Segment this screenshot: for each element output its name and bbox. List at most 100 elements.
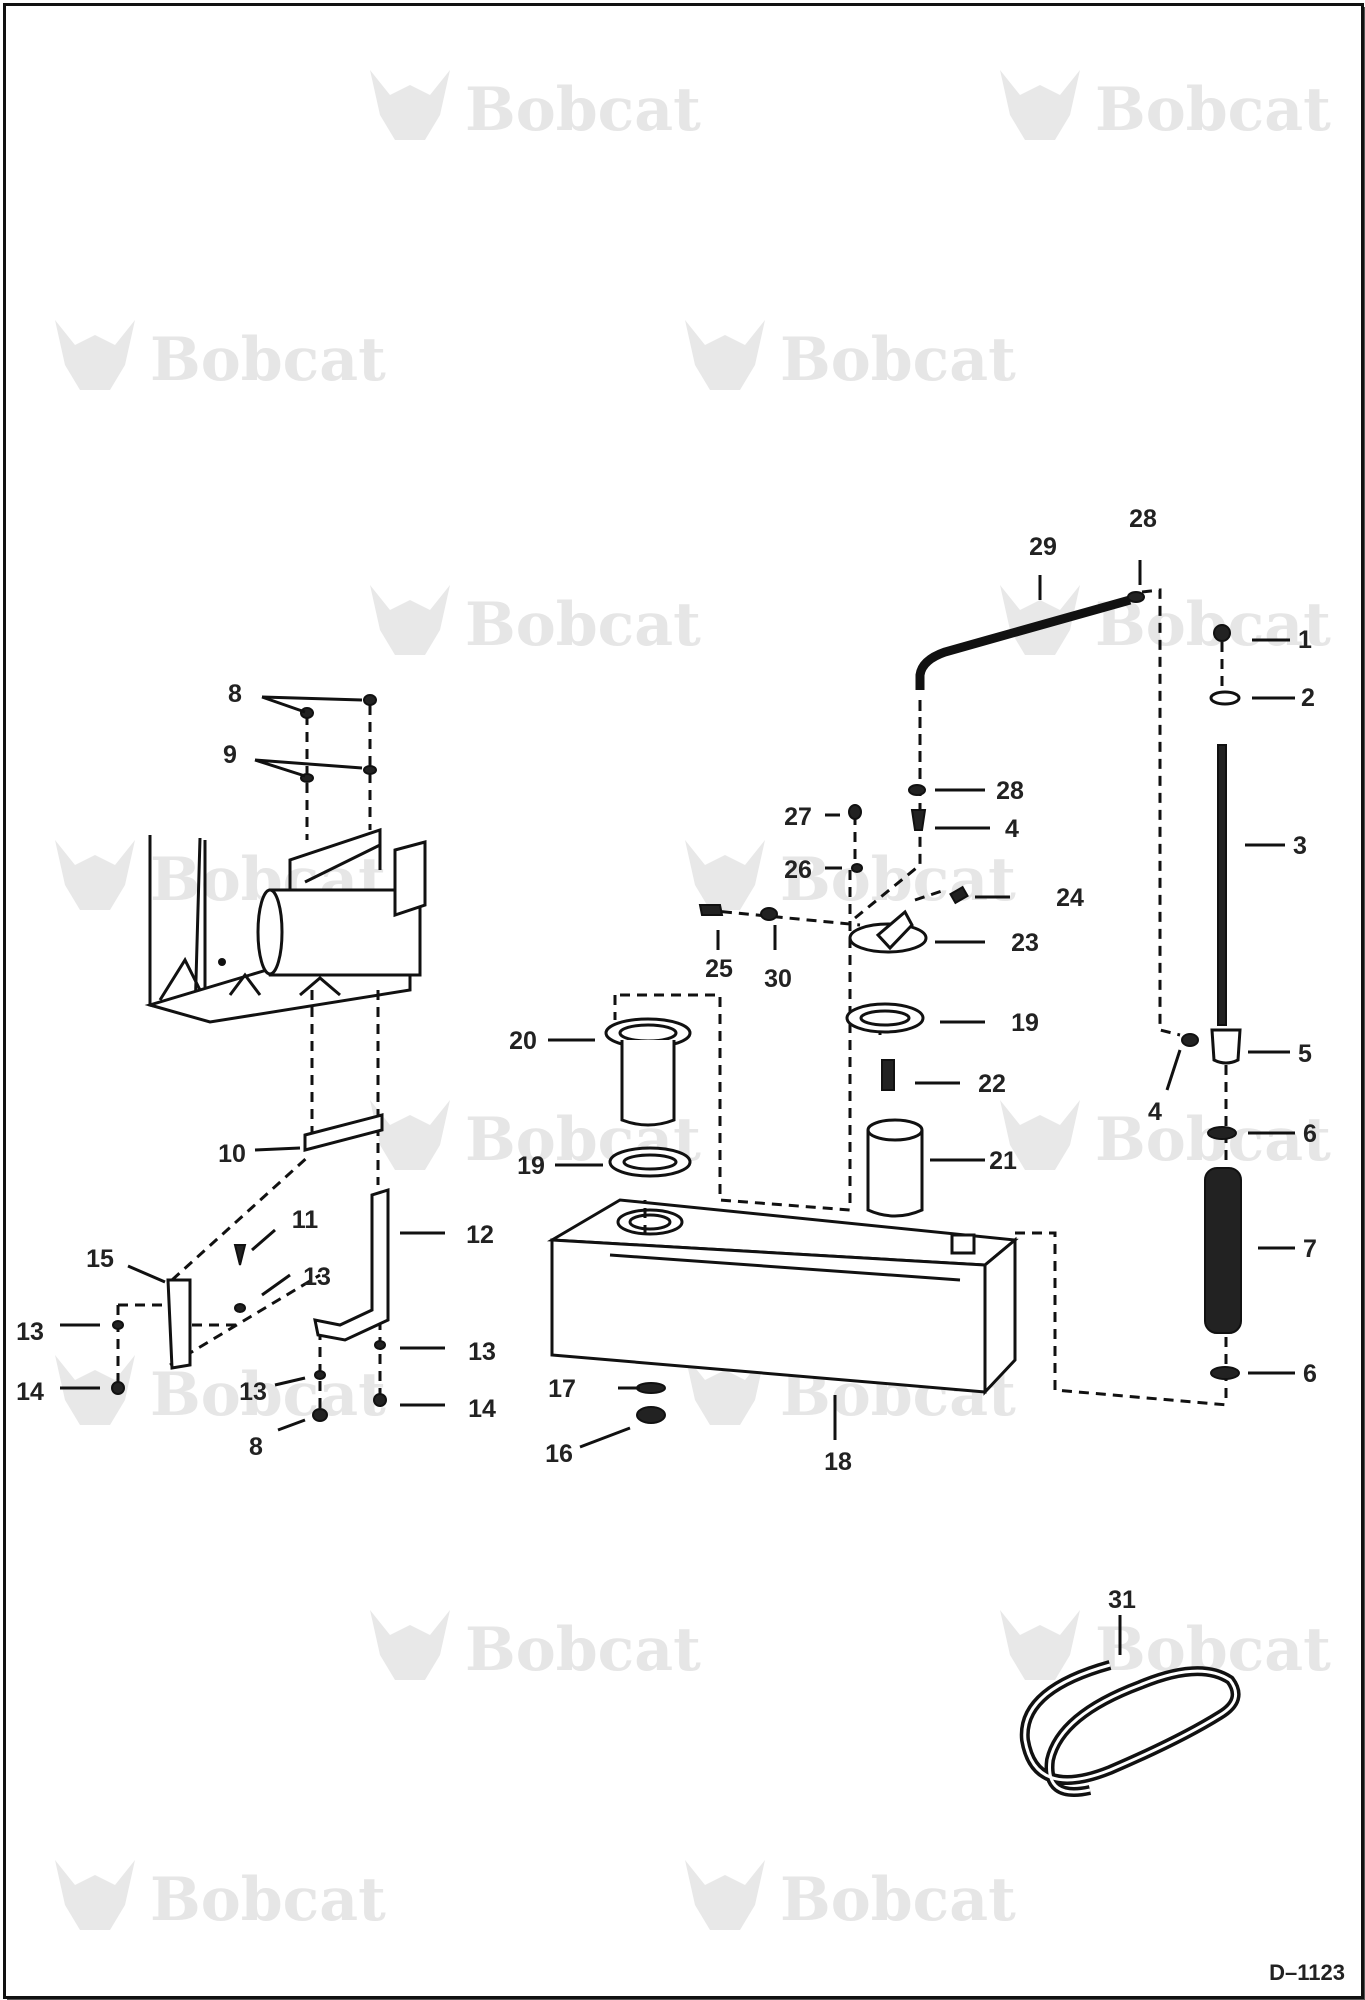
callout-label: 1 [1298, 626, 1312, 654]
bobcat-logo-icon [370, 585, 450, 655]
filter-screen-part [1204, 1167, 1242, 1334]
callout-label: 8 [228, 680, 242, 708]
assembly-line [169, 1273, 321, 1367]
watermark-text: Bobcat [465, 75, 701, 145]
fitting-part [910, 809, 927, 831]
watermark: Bobcat [1000, 70, 1331, 145]
fitting-part [698, 904, 724, 916]
callout-label: 9 [223, 741, 237, 769]
callout-label: 13 [16, 1318, 44, 1346]
callout-label: 13 [468, 1338, 496, 1366]
nut-part [300, 707, 314, 719]
hardware-group-left [111, 694, 390, 1422]
callout-label: 28 [1129, 505, 1157, 533]
watermark: Bobcat [55, 1355, 386, 1430]
watermark-text: Bobcat [1095, 1105, 1331, 1175]
bobcat-logo-icon [55, 1860, 135, 1930]
watermark: Bobcat [370, 585, 701, 660]
callout-label: 4 [1005, 815, 1019, 843]
watermark-text: Bobcat [780, 325, 1016, 395]
assembly-line [914, 888, 946, 902]
callout-label: 13 [303, 1263, 331, 1291]
callout-label: 7 [1303, 1235, 1317, 1263]
callout-label: 19 [1011, 1009, 1039, 1037]
screw-part [848, 804, 862, 820]
callout-label: 14 [468, 1395, 496, 1423]
leader-lines [60, 560, 1295, 1655]
watermark-text: Bobcat [1095, 75, 1331, 145]
spacer-plate-part [303, 1113, 384, 1152]
bobcat-logo-icon [55, 1355, 135, 1425]
watermark-text: Bobcat [150, 1865, 386, 1935]
cap-part [1213, 624, 1231, 642]
drain-plug-part [636, 1406, 666, 1424]
washer-part [1209, 690, 1241, 706]
hose-part [1019, 1660, 1241, 1797]
vent-tube-part [915, 595, 1132, 690]
callout-label: 4 [1148, 1098, 1162, 1126]
bobcat-logo-icon [55, 320, 135, 390]
clamp-part [908, 784, 926, 796]
bolt-part [233, 1244, 247, 1266]
clamp-part [1127, 591, 1145, 603]
bobcat-logo-icon [685, 1860, 765, 1930]
right-column-parts [1181, 624, 1242, 1405]
washer-part [363, 765, 377, 775]
callout-label: 12 [466, 1221, 494, 1249]
callout-label: 15 [86, 1245, 114, 1273]
washer-part [374, 1340, 386, 1350]
callout-label: 8 [249, 1433, 263, 1461]
fuel-tank-part [546, 1198, 1019, 1424]
adapter-part [1210, 1028, 1242, 1065]
watermark: Bobcat [55, 1860, 386, 1935]
watermark-text: Bobcat [150, 325, 386, 395]
callout-label: 20 [509, 1027, 537, 1055]
clamp-part [851, 863, 863, 873]
callout-label: 25 [705, 955, 733, 983]
washer-part [314, 1370, 326, 1380]
filler-neck-part [604, 1017, 692, 1127]
callout-label: 14 [16, 1378, 44, 1406]
callout-label: 18 [824, 1448, 852, 1476]
nut-part [312, 1408, 328, 1422]
callout-label: 10 [218, 1140, 246, 1168]
callout-labels: 1 2 3 5 4 6 7 6 28 29 28 4 27 26 24 23 2… [16, 505, 1317, 1614]
assembly-line [1015, 1231, 1229, 1407]
watermark-layer: Bobcat Bobcat Bobcat Bobcat Bobcat Bobca… [55, 70, 1331, 1935]
frame-assembly [144, 827, 427, 1024]
callout-label: 23 [1011, 929, 1039, 957]
callout-label: 22 [978, 1070, 1006, 1098]
watermark-text: Bobcat [465, 590, 701, 660]
callout-label: 2 [1301, 684, 1315, 712]
bobcat-logo-icon [1000, 1100, 1080, 1170]
rod-part [1217, 744, 1227, 1026]
bolt-part [373, 1393, 387, 1407]
watermark: Bobcat [55, 320, 386, 395]
fitting-part [881, 1059, 895, 1091]
gasket-part [1210, 1366, 1240, 1380]
bobcat-logo-icon [1000, 70, 1080, 140]
callout-label: 29 [1029, 533, 1057, 561]
watermark-text: Bobcat [465, 1615, 701, 1685]
nut-part [111, 1381, 125, 1395]
bobcat-logo-icon [370, 70, 450, 140]
assembly-line [1141, 588, 1181, 1037]
watermark: Bobcat [685, 320, 1016, 395]
watermark: Bobcat [370, 1610, 701, 1685]
strap-part [313, 1187, 390, 1342]
bobcat-logo-icon [370, 1610, 450, 1680]
bobcat-logo-icon [55, 840, 135, 910]
washer-part [112, 1320, 124, 1330]
assembly-line [854, 835, 922, 920]
gasket-part [845, 1002, 925, 1034]
bracket-part [166, 1278, 192, 1370]
callout-label: 24 [1056, 884, 1084, 912]
callout-label: 26 [784, 856, 812, 884]
drawing-id: D–1123 [1269, 1960, 1345, 1985]
bobcat-logo-icon [1000, 585, 1080, 655]
washer-part [636, 1382, 666, 1394]
sender-unit-part [848, 885, 969, 954]
gasket-part [1207, 1126, 1237, 1140]
callout-label: 13 [239, 1378, 267, 1406]
